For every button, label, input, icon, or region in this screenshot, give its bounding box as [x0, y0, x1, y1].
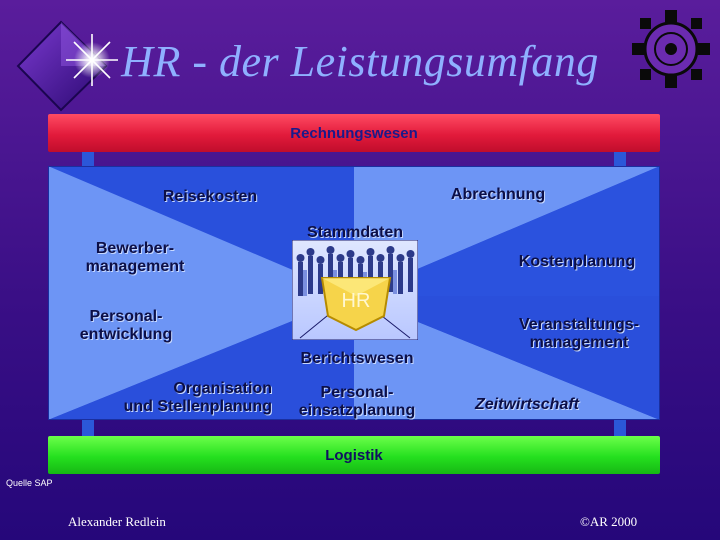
area-berichtswesen: Berichtswesen [300, 350, 414, 367]
author-name: Alexander Redlein [68, 514, 166, 529]
copyright-note: ©AR 2000 [580, 514, 638, 529]
connector-post [614, 420, 626, 436]
area-veranstaltung-line1: Veranstaltungs- [518, 316, 640, 333]
connector-post [614, 152, 626, 168]
area-organisation-line1: Organisation [173, 380, 272, 397]
connector-post [82, 420, 94, 436]
area-bewerbermanagement: Bewerber- management [60, 240, 210, 276]
area-zeitwirtschaft: Zeitwirtschaft [474, 396, 579, 413]
area-bewerber-line2: management [85, 258, 185, 275]
gear-emblem-icon [632, 10, 710, 88]
area-veranstaltung-line2: management [529, 334, 629, 351]
area-abrechnung: Abrechnung [450, 186, 546, 203]
area-einsatz-line2: einsatzplanung [298, 402, 416, 419]
area-organisation-line2: und Stellenplanung [123, 398, 272, 415]
page-title: HR - der Leistungsumfang [121, 37, 599, 86]
rechnungswesen-bar: Rechnungswesen [48, 114, 660, 152]
area-personalentwicklung: Personal- entwicklung [56, 308, 196, 344]
area-organisation: Organisation und Stellenplanung [96, 380, 272, 416]
source-note: Quelle SAP [6, 478, 53, 488]
area-personal-line2: entwicklung [79, 326, 173, 343]
hr-center-diamond [320, 277, 392, 332]
area-kostenplanung: Kostenplanung [518, 253, 636, 270]
area-stammdaten: Stammdaten [306, 224, 404, 241]
area-reisekosten: Reisekosten [162, 188, 258, 205]
hr-center-label: HR [341, 290, 371, 312]
logistik-bar: Logistik [48, 436, 660, 474]
area-bewerber-line1: Bewerber- [95, 240, 175, 257]
hr-area-panel [48, 166, 660, 420]
connector-post [82, 152, 94, 168]
sparkle-diamond-icon [16, 20, 118, 112]
area-einsatz-line1: Personal- [320, 384, 394, 401]
area-personal-line1: Personal- [89, 308, 163, 325]
area-personaleinsatzplanung: Personal- einsatzplanung [284, 384, 430, 420]
area-veranstaltungsmanagement: Veranstaltungs- management [498, 316, 660, 352]
